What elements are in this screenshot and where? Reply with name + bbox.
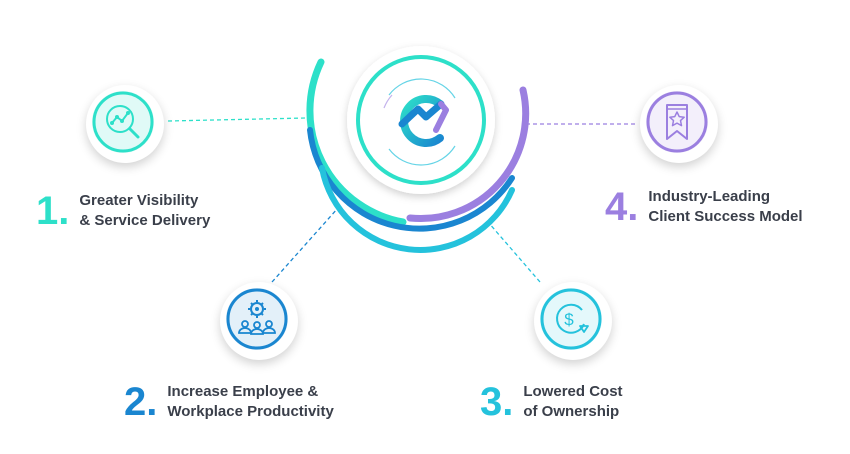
item-4-line2: Client Success Model bbox=[648, 208, 803, 225]
item-3-number: 3. bbox=[480, 380, 514, 424]
item-1-line1: Greater Visibility bbox=[79, 192, 199, 209]
item-2-line2: Workplace Productivity bbox=[167, 403, 334, 420]
badge-4 bbox=[640, 85, 718, 163]
badge-2 bbox=[220, 282, 298, 360]
ribbon-star-icon bbox=[646, 91, 708, 153]
arc-purple bbox=[406, 86, 530, 223]
item-1-label: 1. Greater Visibility & Service Delivery bbox=[36, 191, 210, 231]
item-3-line2: of Ownership bbox=[523, 403, 620, 420]
brand-logo-icon bbox=[398, 95, 449, 147]
connector-1 bbox=[167, 117, 307, 122]
svg-text:$: $ bbox=[564, 310, 574, 329]
item-2-line1: Increase Employee & bbox=[167, 383, 319, 400]
item-1-number: 1. bbox=[36, 189, 70, 233]
badge-1 bbox=[86, 85, 164, 163]
badge-3: $ bbox=[534, 282, 612, 360]
item-2-number: 2. bbox=[124, 380, 158, 424]
connector-3 bbox=[487, 221, 541, 283]
magnifier-chart-icon bbox=[92, 91, 154, 153]
arc-cyan bbox=[319, 165, 515, 253]
item-1-line2: & Service Delivery bbox=[79, 212, 211, 229]
item-3-label: 3. Lowered Cost of Ownership bbox=[480, 382, 623, 422]
item-2-label: 2. Increase Employee & Workplace Product… bbox=[124, 382, 334, 422]
item-4-label: 4. Industry-Leading Client Success Model bbox=[605, 187, 803, 227]
item-4-number: 4. bbox=[605, 185, 639, 229]
arc-teal bbox=[306, 58, 407, 226]
connector-2 bbox=[271, 207, 339, 283]
center-hub bbox=[347, 46, 495, 194]
item-4-line1: Industry-Leading bbox=[648, 188, 771, 205]
team-gear-icon bbox=[226, 288, 288, 350]
dollar-cycle-icon: $ bbox=[540, 288, 602, 350]
item-3-line1: Lowered Cost bbox=[523, 383, 623, 400]
